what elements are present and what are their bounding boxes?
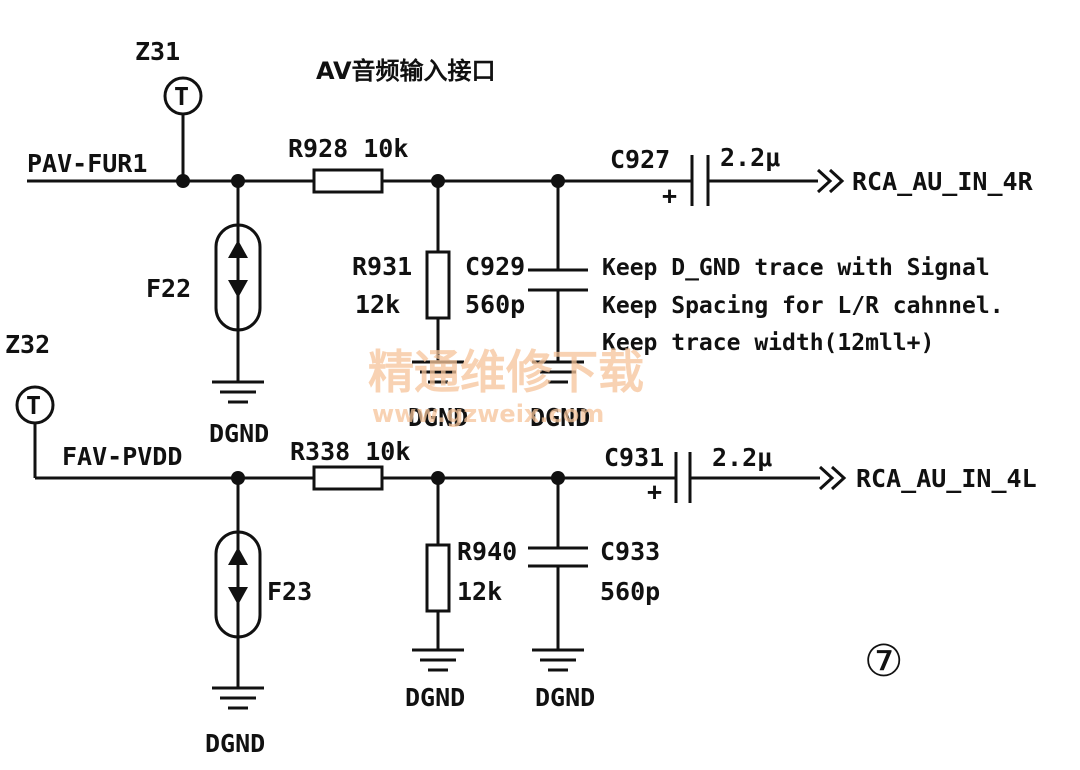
watermark-url: www.gzweix.com (372, 400, 604, 428)
junction-dot (176, 174, 190, 188)
capacitor-c933 (528, 478, 588, 672)
resistor-r928 (312, 168, 384, 194)
arrow-4r-2 (828, 168, 845, 194)
dgnd-label: DGND (408, 403, 468, 432)
note-line-2: Keep Spacing for L/R cahnnel. (602, 293, 1004, 319)
capacitor-c927 (690, 155, 710, 206)
tvs-diode-f23 (212, 478, 264, 710)
r338-label: R338 10k (290, 437, 410, 466)
c933-value: 560p (600, 577, 660, 606)
z32-label: Z32 (5, 330, 50, 359)
net-pav-fur1: PAV-FUR1 (27, 149, 147, 178)
c929-value: 560p (465, 290, 525, 319)
c931-plus: + (647, 477, 662, 506)
dgnd-label: DGND (535, 683, 595, 712)
test-point-z31: T (163, 76, 203, 181)
note-line-1: Keep D_GND trace with Signal (602, 255, 990, 281)
dgnd-label: DGND (530, 403, 590, 432)
resistor-r931 (412, 181, 464, 384)
watermark-text: 精通维修下载 (368, 345, 644, 399)
capacitor-c931 (674, 452, 692, 503)
c931-value: 2.2μ (712, 443, 772, 472)
c929-label: C929 (465, 252, 525, 281)
note-line-3: Keep trace width(12mll+) (602, 330, 934, 356)
test-point-z32: T (15, 385, 55, 478)
z31-label: Z31 (135, 37, 180, 66)
resistor-r338 (312, 465, 384, 491)
test-point-symbol: T (26, 391, 41, 420)
r931-value: 12k (355, 290, 400, 319)
net-fav-pvdd: FAV-PVDD (62, 442, 182, 471)
capacitor-c929 (528, 181, 588, 384)
dgnd-label: DGND (209, 419, 269, 448)
c931-label: C931 (604, 443, 664, 472)
f22-label: F22 (146, 274, 191, 303)
arrow-4r-1 (816, 168, 833, 194)
c927-label: C927 (610, 145, 670, 174)
c933-label: C933 (600, 537, 660, 566)
r940-label: R940 (457, 537, 517, 566)
f23-label: F23 (267, 577, 312, 606)
r931-label: R931 (352, 252, 412, 281)
net-rca-4r: RCA_AU_IN_4R (852, 167, 1034, 196)
test-point-symbol: T (174, 82, 189, 111)
arrow-4l-1 (818, 465, 835, 491)
c927-value: 2.2μ (720, 143, 780, 172)
c927-plus: + (662, 181, 677, 210)
r940-value: 12k (457, 577, 502, 606)
dgnd-label: DGND (205, 729, 265, 758)
diagram-title: AV音频输入接口 (316, 57, 496, 85)
resistor-r940 (412, 478, 464, 672)
dgnd-label: DGND (405, 683, 465, 712)
arrow-4l-2 (830, 465, 847, 491)
r928-label: R928 10k (288, 134, 408, 163)
net-rca-4l: RCA_AU_IN_4L (856, 464, 1037, 493)
tvs-diode-f22 (212, 181, 264, 404)
page-number: ⑦ (864, 636, 903, 687)
